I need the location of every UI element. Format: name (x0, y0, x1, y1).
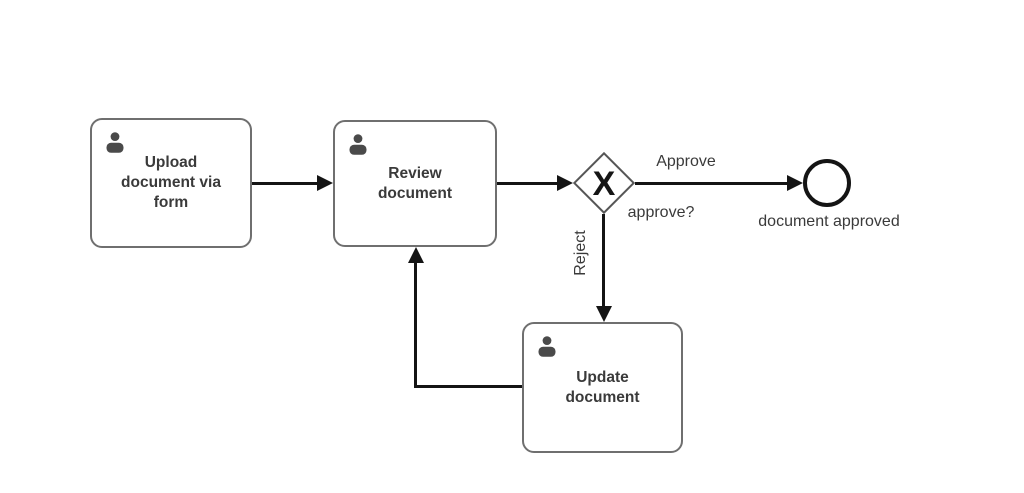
task-label-review: Review document (377, 164, 453, 202)
flow-upload-to-review (252, 182, 319, 185)
user-icon (103, 130, 127, 154)
gateway-x-icon: X (592, 165, 616, 203)
arrowhead (408, 247, 424, 263)
task-update-document[interactable]: Update document (522, 322, 683, 453)
arrowhead (787, 175, 803, 191)
user-icon (535, 334, 559, 358)
task-upload-document[interactable]: Upload document via form (90, 118, 252, 248)
flow-reject (602, 214, 605, 306)
task-label-update: Update document (565, 368, 640, 406)
flow-review-to-gateway (497, 182, 559, 185)
task-review-document[interactable]: Review document (333, 120, 497, 247)
arrowhead (596, 306, 612, 322)
end-event-label: document approved (758, 213, 900, 230)
end-event-circle[interactable] (803, 159, 851, 207)
flow-update-to-review-horizontal (414, 385, 522, 388)
task-label-upload: Upload document via form (121, 154, 221, 211)
user-icon (346, 132, 370, 156)
arrowhead (317, 175, 333, 191)
arrowhead (557, 175, 573, 191)
reject-flow-label: Reject (572, 230, 589, 276)
flow-update-to-review-vertical (414, 263, 417, 388)
approve-flow-label: Approve (656, 153, 716, 170)
gateway-question-label: approve? (627, 204, 695, 221)
flow-approve (635, 182, 787, 185)
